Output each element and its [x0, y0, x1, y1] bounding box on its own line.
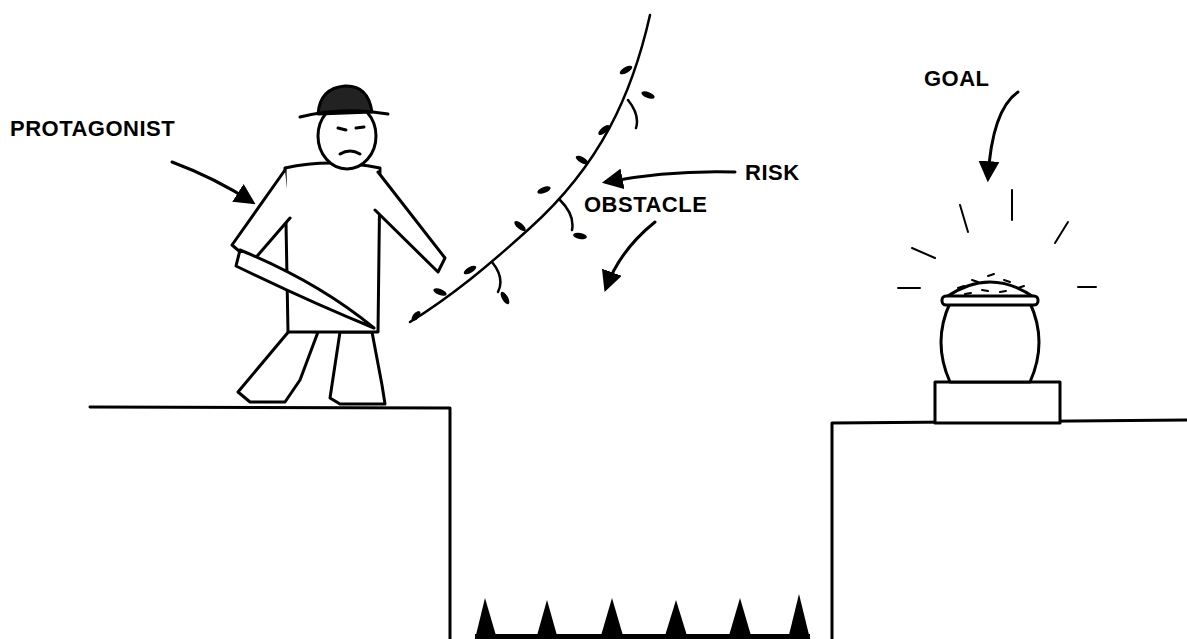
- leader-arrow: [172, 162, 252, 202]
- leader-arrow: [606, 222, 655, 288]
- part-label: GOAL: [924, 66, 990, 92]
- right-cliff: [832, 420, 1187, 639]
- leader-arrow: [988, 92, 1018, 178]
- spikes: [475, 594, 810, 639]
- part-label: OBSTACLE: [584, 192, 707, 218]
- pot-of-gold: [898, 190, 1096, 423]
- leader-arrow: [606, 172, 735, 182]
- vine: [410, 15, 650, 322]
- part-label: RISK: [745, 160, 800, 186]
- protagonist-figure: [232, 86, 445, 404]
- left-cliff: [90, 407, 450, 639]
- part-label: PROTAGONIST: [10, 116, 175, 142]
